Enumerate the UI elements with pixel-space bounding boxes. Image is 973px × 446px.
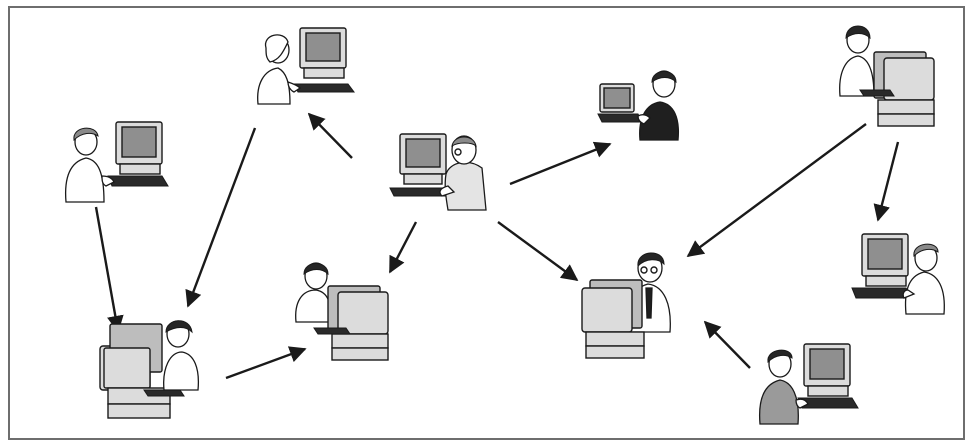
- network-diagram: [0, 0, 973, 446]
- diagram-canvas: [0, 0, 973, 446]
